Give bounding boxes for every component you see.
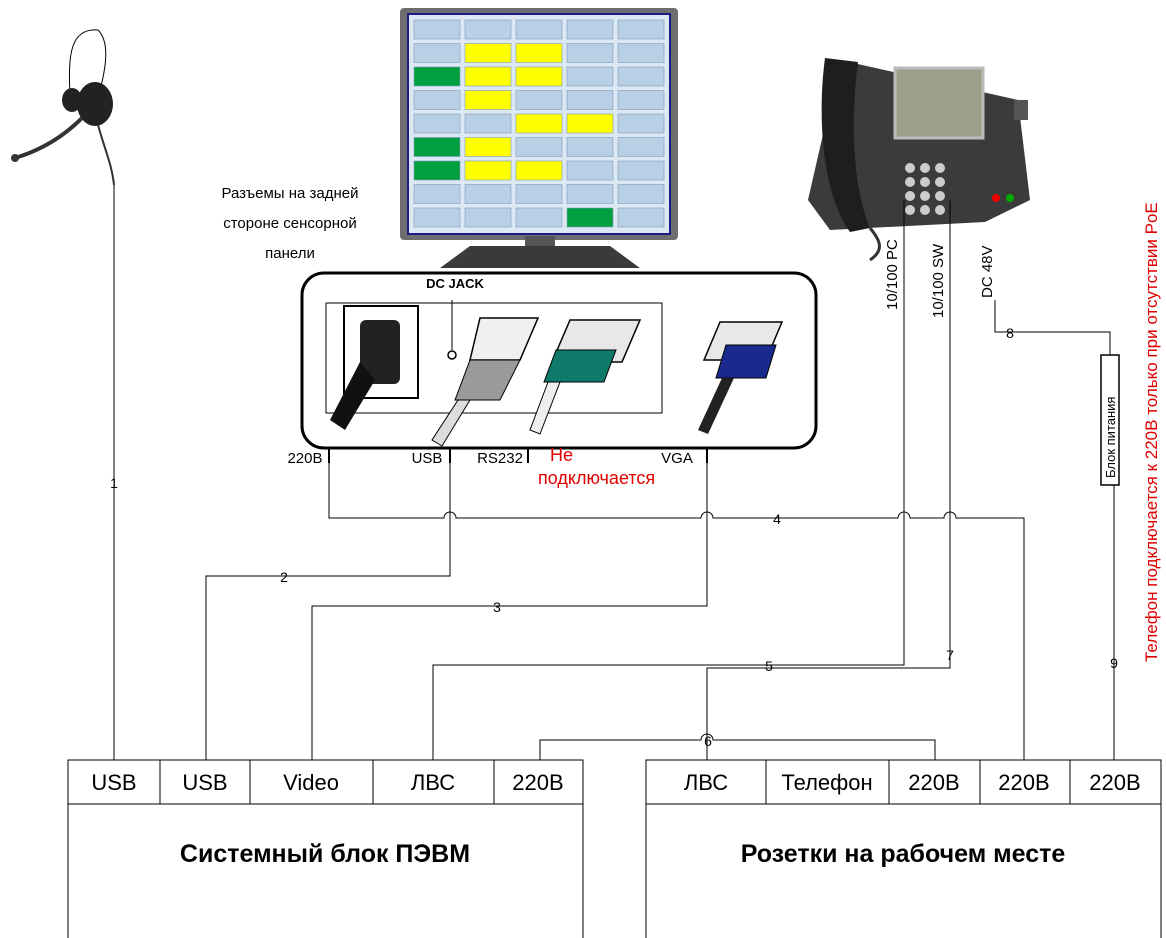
vga-plug-icon	[698, 321, 784, 434]
pc-port-usb-1: USB	[91, 770, 136, 795]
screen-tile	[566, 43, 614, 63]
screen-tile	[464, 19, 512, 40]
rs232-label: RS232	[477, 450, 523, 467]
screen-tile	[566, 184, 614, 204]
cable-number-5: 5	[765, 658, 773, 674]
screen-tile	[566, 137, 614, 157]
screen-tile	[464, 90, 512, 110]
screen-tile	[464, 43, 512, 63]
screen-tile	[413, 43, 461, 63]
screen-tile	[617, 207, 665, 228]
panel-caption-line1: Разъемы на задней	[222, 185, 359, 202]
usb-label: USB	[412, 450, 443, 467]
rear-connector-panel: DC JACK	[300, 271, 818, 450]
panel-caption-line3: панели	[265, 245, 315, 262]
screen-tile	[515, 43, 563, 63]
screen-tile	[515, 160, 563, 181]
screen-tile	[413, 137, 461, 157]
screen-tile	[413, 207, 461, 228]
socket-power-3: 220В	[1089, 770, 1140, 795]
screen-tile	[413, 90, 461, 110]
screen-tile	[566, 207, 614, 228]
pc-unit-block: USB USB Video ЛВС 220В Системный блок ПЭ…	[67, 759, 584, 938]
phone-port-pc-label: 10/100 PC	[884, 239, 901, 310]
screen-tile	[464, 160, 512, 181]
screen-tile	[617, 113, 665, 134]
screen-tile	[413, 184, 461, 204]
wires	[113, 185, 1115, 760]
usb-plug-icon	[431, 317, 540, 447]
cable-number-9: 9	[1110, 655, 1118, 671]
screen-tile	[464, 184, 512, 204]
screen-tile	[515, 66, 563, 87]
screen-tile	[515, 137, 563, 157]
cable-number-6: 6	[704, 733, 712, 749]
screen-tile	[464, 137, 512, 157]
touch-monitor-icon	[400, 8, 678, 268]
pc-port-usb-2: USB	[182, 770, 227, 795]
screen-tile	[515, 19, 563, 40]
phone-port-sw-label: 10/100 SW	[930, 243, 947, 318]
cable-number-7: 7	[946, 647, 954, 663]
sockets-block: ЛВС Телефон 220В 220В 220В Розетки на ра…	[645, 759, 1162, 938]
cable-number-4: 4	[773, 511, 781, 527]
cable-number-8: 8	[1006, 325, 1014, 341]
screen-tile	[566, 66, 614, 87]
screen-tile	[617, 43, 665, 63]
cable-number-3: 3	[493, 599, 501, 615]
screen-tile	[566, 160, 614, 181]
screen-tile	[617, 160, 665, 181]
power-label: 220В	[287, 450, 322, 467]
pc-port-video: Video	[283, 770, 339, 795]
ip-phone-icon	[808, 58, 1030, 262]
panel-caption-line2: стороне сенсорной	[223, 215, 357, 232]
pc-port-lan: ЛВС	[411, 770, 455, 795]
cable-number-1: 1	[110, 475, 118, 491]
screen-tile	[566, 19, 614, 40]
screen-tile	[617, 19, 665, 40]
screen-tile	[617, 90, 665, 110]
screen-tile	[464, 207, 512, 228]
socket-lan: ЛВС	[684, 770, 728, 795]
screen-tile	[515, 90, 563, 110]
pc-unit-title: Системный блок ПЭВМ	[180, 840, 470, 868]
screen-tile	[566, 113, 614, 134]
screen-tile	[464, 66, 512, 87]
screen-tile	[617, 137, 665, 157]
screen-tile	[566, 90, 614, 110]
screen-tile	[413, 19, 461, 40]
pc-port-power: 220В	[512, 770, 563, 795]
sockets-title: Розетки на рабочем месте	[741, 840, 1066, 868]
not-connected-line2: подключается	[538, 468, 655, 488]
socket-phone: Телефон	[781, 770, 872, 795]
screen-tile	[413, 66, 461, 87]
socket-power-1: 220В	[908, 770, 959, 795]
screen-tile	[617, 184, 665, 204]
power-supply-label: Блок питания	[1103, 397, 1118, 478]
dc-jack-label: DC JACK	[426, 276, 484, 291]
socket-power-2: 220В	[998, 770, 1049, 795]
power-jack-icon	[330, 305, 419, 430]
not-connected-line1: Не	[550, 445, 573, 465]
headset-icon	[11, 29, 115, 186]
phone-port-dc-label: DC 48V	[979, 245, 996, 298]
cable-number-2: 2	[280, 569, 288, 585]
screen-tile	[413, 113, 461, 134]
dc-jack-icon	[447, 350, 457, 360]
screen-tile	[413, 160, 461, 181]
rs232-plug-icon	[529, 319, 642, 435]
vga-label: VGA	[661, 450, 693, 467]
screen-tile	[515, 113, 563, 134]
screen-tile	[464, 113, 512, 134]
screen-tile	[515, 207, 563, 228]
phone-poe-note: Телефон подключается к 220В только при о…	[1142, 202, 1161, 662]
screen-tile	[617, 66, 665, 87]
screen-tile	[515, 184, 563, 204]
